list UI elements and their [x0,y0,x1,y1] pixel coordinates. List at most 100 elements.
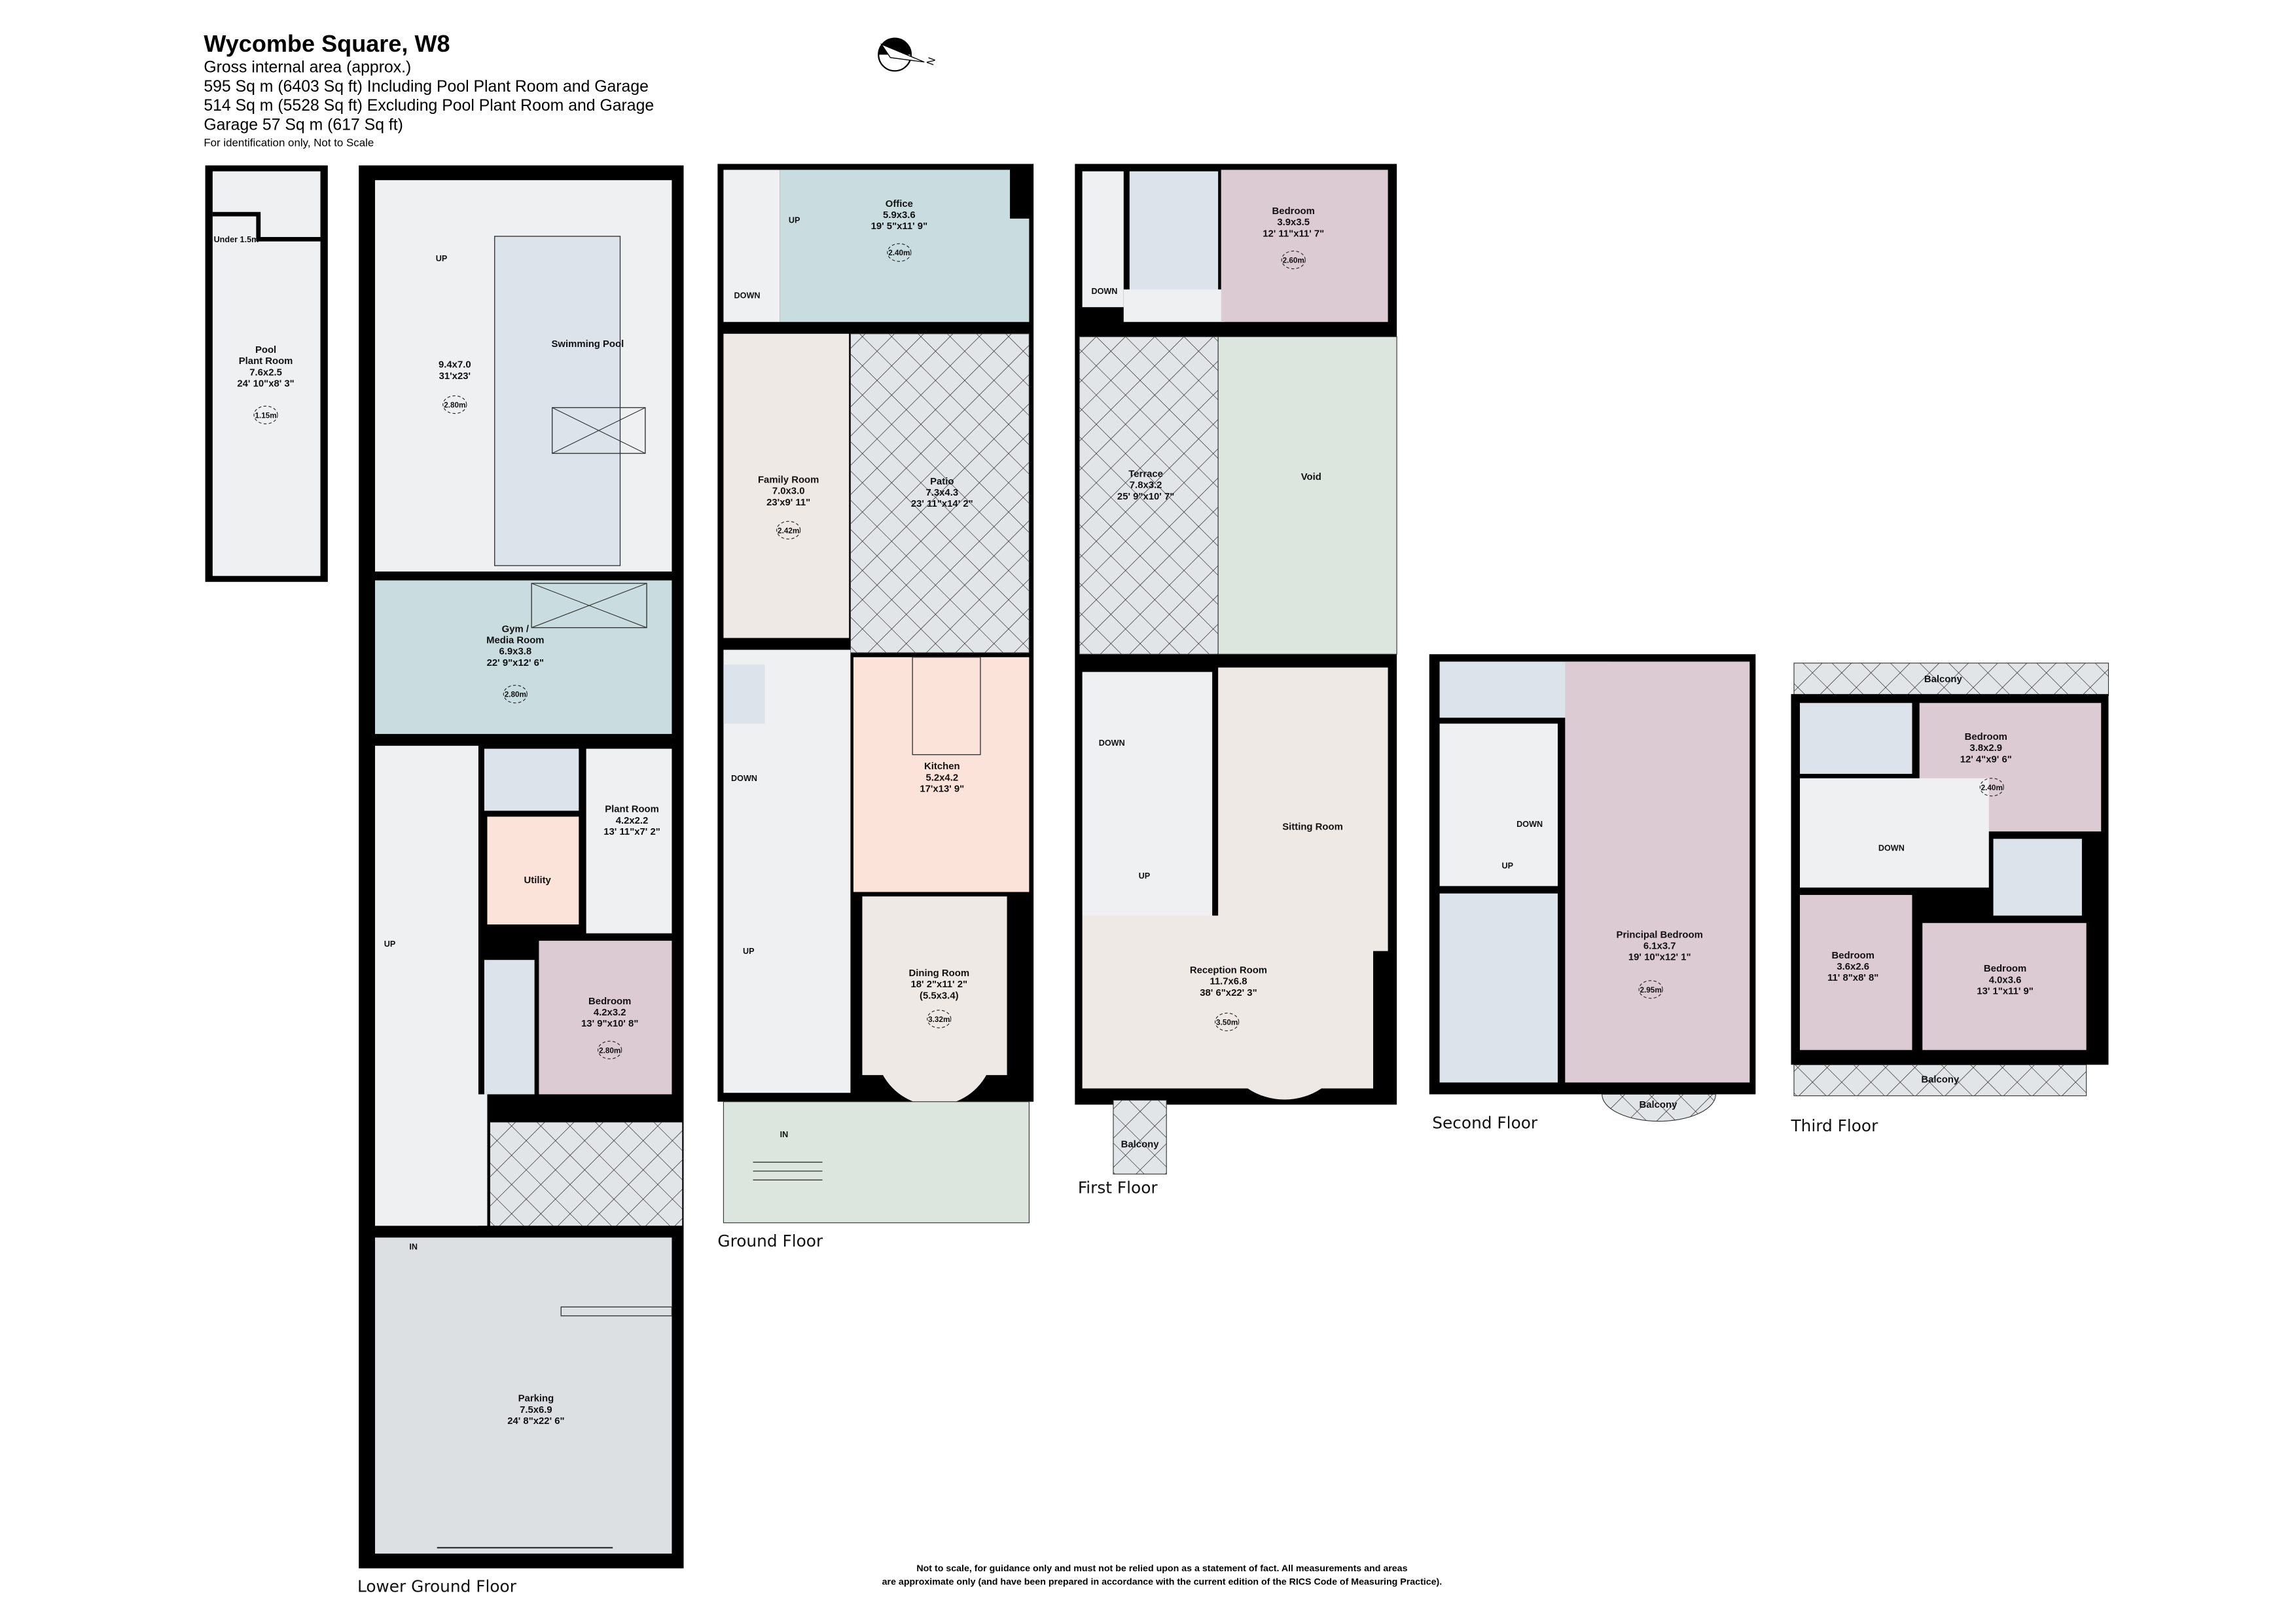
kitchen-island [912,657,981,756]
swimming-pool [494,236,621,566]
ceiling-height: 2.60m [1283,257,1304,265]
room-name: Bedroom [1965,732,2007,742]
room-dimensions: 4.2x3.2 [594,1008,626,1018]
principal-bedroom [1565,661,1750,1083]
room-dimensions: 7.6x2.5 [249,367,282,378]
room-dimensions: (5.5x3.4) [920,991,959,1001]
lower-ground-floor-plan [205,165,684,1569]
room-dimensions: 3.9x3.5 [1277,217,1310,228]
stair-annotation: IN [409,1242,418,1251]
room-name: Pool [255,345,276,356]
third-floor-bedroom-3 [1922,922,2087,1050]
ceiling-height: 2.95m [1640,986,1662,994]
room-dimensions: Plant Room [239,356,293,367]
first-floor-bedroom [1221,170,1388,322]
third-floor-bedroom-2 [1800,894,1912,1050]
gia-heading: Gross internal area (approx.) [204,59,411,77]
third-floor-balcony-front [1793,1064,2087,1097]
header: Wycombe Square, W8 Gross internal area (… [204,30,654,149]
room-name: Balcony [1121,1140,1160,1150]
reception-room [1082,915,1374,1100]
room-dimensions: 6.9x3.8 [499,647,532,657]
room-dimensions: 13' 9"x10' 8" [581,1019,638,1029]
room-dimensions: 5.2x4.2 [925,773,958,783]
room-name: Principal Bedroom [1617,930,1703,940]
room-dimensions: 31'x23' [439,371,471,382]
room-name: Terrace [1128,469,1163,480]
sitting-room [1218,667,1388,951]
identification-note: For identification only, Not to Scale [204,136,374,149]
room-dimensions: 19' 5"x11' 9" [871,221,928,232]
ceiling-height-marker [1281,250,1306,270]
floor-label: Second Floor [1432,1113,1538,1132]
pool-cover-icon [552,407,646,454]
ground-floor-plan [717,164,1034,1224]
room-name: 9.4x7.0 [439,360,471,371]
stair-annotation: DOWN [1516,820,1543,829]
floor-label: First Floor [1078,1178,1158,1197]
patio [850,333,1030,653]
ceiling-height: 3.50m [1216,1018,1238,1027]
room-dimensions: 5.9x3.6 [883,210,916,221]
stair-annotation: DOWN [1099,739,1125,748]
ceiling-height-marker [776,520,801,539]
room-dimensions: 25' 9"x10' 7" [1117,492,1174,502]
room-name: Plant Room [605,805,659,815]
lightwell-patio [490,1122,683,1226]
room-name: Office [886,199,913,210]
room-name: Sitting Room [1282,822,1343,833]
shower-room [484,748,579,811]
room-dimensions: 7.8x3.2 [1130,481,1162,491]
floor-label: Ground Floor [717,1231,823,1250]
disclaimer-line: are approximate only (and have been prep… [882,1577,1443,1587]
room-dimensions: 6.1x3.7 [1643,941,1676,952]
room-dimensions: 7.0x3.0 [772,486,805,497]
room-dimensions: 23'x9' 11" [766,498,810,508]
ceiling-height: 1.15m [255,411,276,420]
terrace [1079,336,1219,655]
ceiling-height: 2.80m [444,401,465,410]
area-line: 514 Sq m (5528 Sq ft) Excluding Pool Pla… [204,97,654,115]
room-dimensions: 13' 11"x7' 2" [603,827,660,837]
bathroom [1993,839,2082,916]
ceiling-height-marker [598,1040,622,1059]
shower-room [1800,702,1912,774]
north-arrow-icon: N [878,37,938,72]
room-name: Parking [518,1394,554,1404]
floor-label: Third Floor [1790,1116,1878,1135]
ceiling-height-marker [1215,1012,1240,1032]
bathroom [1129,171,1219,304]
room-dimensions: 23' 11"x14' 2" [911,499,973,509]
stair-annotation: UP [436,254,448,263]
front-steps [753,1161,823,1180]
gym-media-room [375,580,672,735]
ceiling-height: 3.32m [928,1015,950,1024]
stairwell [1082,672,1213,916]
stair-annotation: UP [743,947,755,956]
room-name: Balcony [1924,674,1963,685]
ceiling-height-marker [503,685,528,704]
disclaimer-line: Not to scale, for guidance only and must… [916,1563,1407,1574]
room-name: Balcony [1639,1100,1677,1110]
stair-annotation: UP [1502,861,1514,870]
room-dimensions: 12' 11"x11' 7" [1263,228,1324,239]
landing [1800,778,1989,888]
page-title: Wycombe Square, W8 [204,30,450,57]
room-dimensions: 17'x13' 9" [920,784,964,795]
room-dimensions: 18' 2"x11' 2" [911,979,968,990]
stair-annotation: DOWN [731,774,757,783]
room-name: Patio [930,477,954,487]
ceiling-height: 2.42m [778,526,799,535]
room-name: Reception Room [1190,965,1267,976]
en-suite-bathroom [1439,893,1558,1083]
room-dimensions: 24' 8"x22' 6" [507,1416,564,1427]
room-name: Bedroom [1984,964,2026,974]
stair-annotation: UP [789,216,800,225]
ceiling-height-marker [1979,778,2004,797]
first-floor-plan [1075,164,1397,1175]
office [780,170,1030,322]
room-dimensions: 12' 4"x9' 6" [1960,754,2012,765]
ceiling-height: 2.80m [505,691,526,699]
floor-label: Lower Ground Floor [357,1577,517,1596]
dining-room [862,896,1007,1106]
